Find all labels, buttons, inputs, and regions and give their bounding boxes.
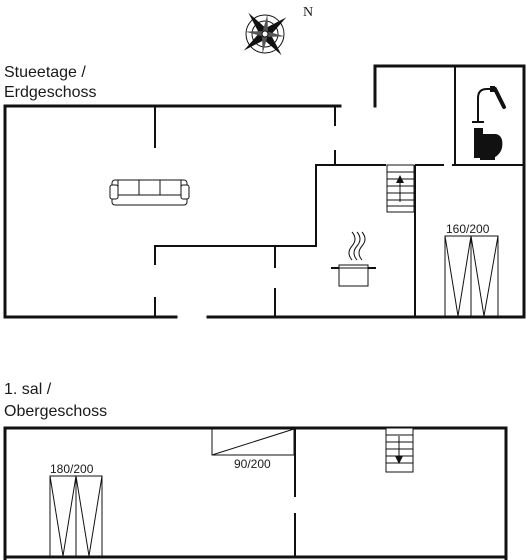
stairs-down-icon bbox=[385, 427, 414, 473]
single-bed-icon bbox=[211, 428, 295, 456]
ground-floor-plan: 160/200 bbox=[3, 64, 526, 319]
north-label: N bbox=[303, 5, 313, 20]
first-bed-label: 180/200 bbox=[50, 462, 94, 476]
ground-floor-label-line1: Stueetage / bbox=[4, 64, 86, 81]
first-floor-label-line2: Obergeschoss bbox=[4, 403, 107, 420]
ground-floor-outer-walls bbox=[3, 64, 526, 319]
ground-floor-label-line2: Erdgeschoss bbox=[4, 84, 97, 101]
stairs-up-icon bbox=[386, 164, 415, 213]
toilet-icon bbox=[474, 128, 503, 160]
double-bed-180-icon bbox=[49, 475, 103, 557]
shower-icon bbox=[472, 86, 506, 123]
first-floor-label-line1: 1. sal / bbox=[4, 381, 52, 398]
compass-rose-icon bbox=[243, 12, 287, 56]
cooking-pot-icon bbox=[331, 231, 376, 287]
ground-bed-label: 160/200 bbox=[446, 222, 490, 236]
ground-floor-interior-walls bbox=[154, 66, 524, 317]
sofa-icon bbox=[109, 179, 190, 206]
double-bed-icon bbox=[444, 235, 499, 317]
first-bed2-label: 90/200 bbox=[234, 457, 271, 471]
first-floor-outer-walls bbox=[3, 426, 508, 560]
first-floor-plan: 90/200 180/200 bbox=[3, 426, 508, 560]
